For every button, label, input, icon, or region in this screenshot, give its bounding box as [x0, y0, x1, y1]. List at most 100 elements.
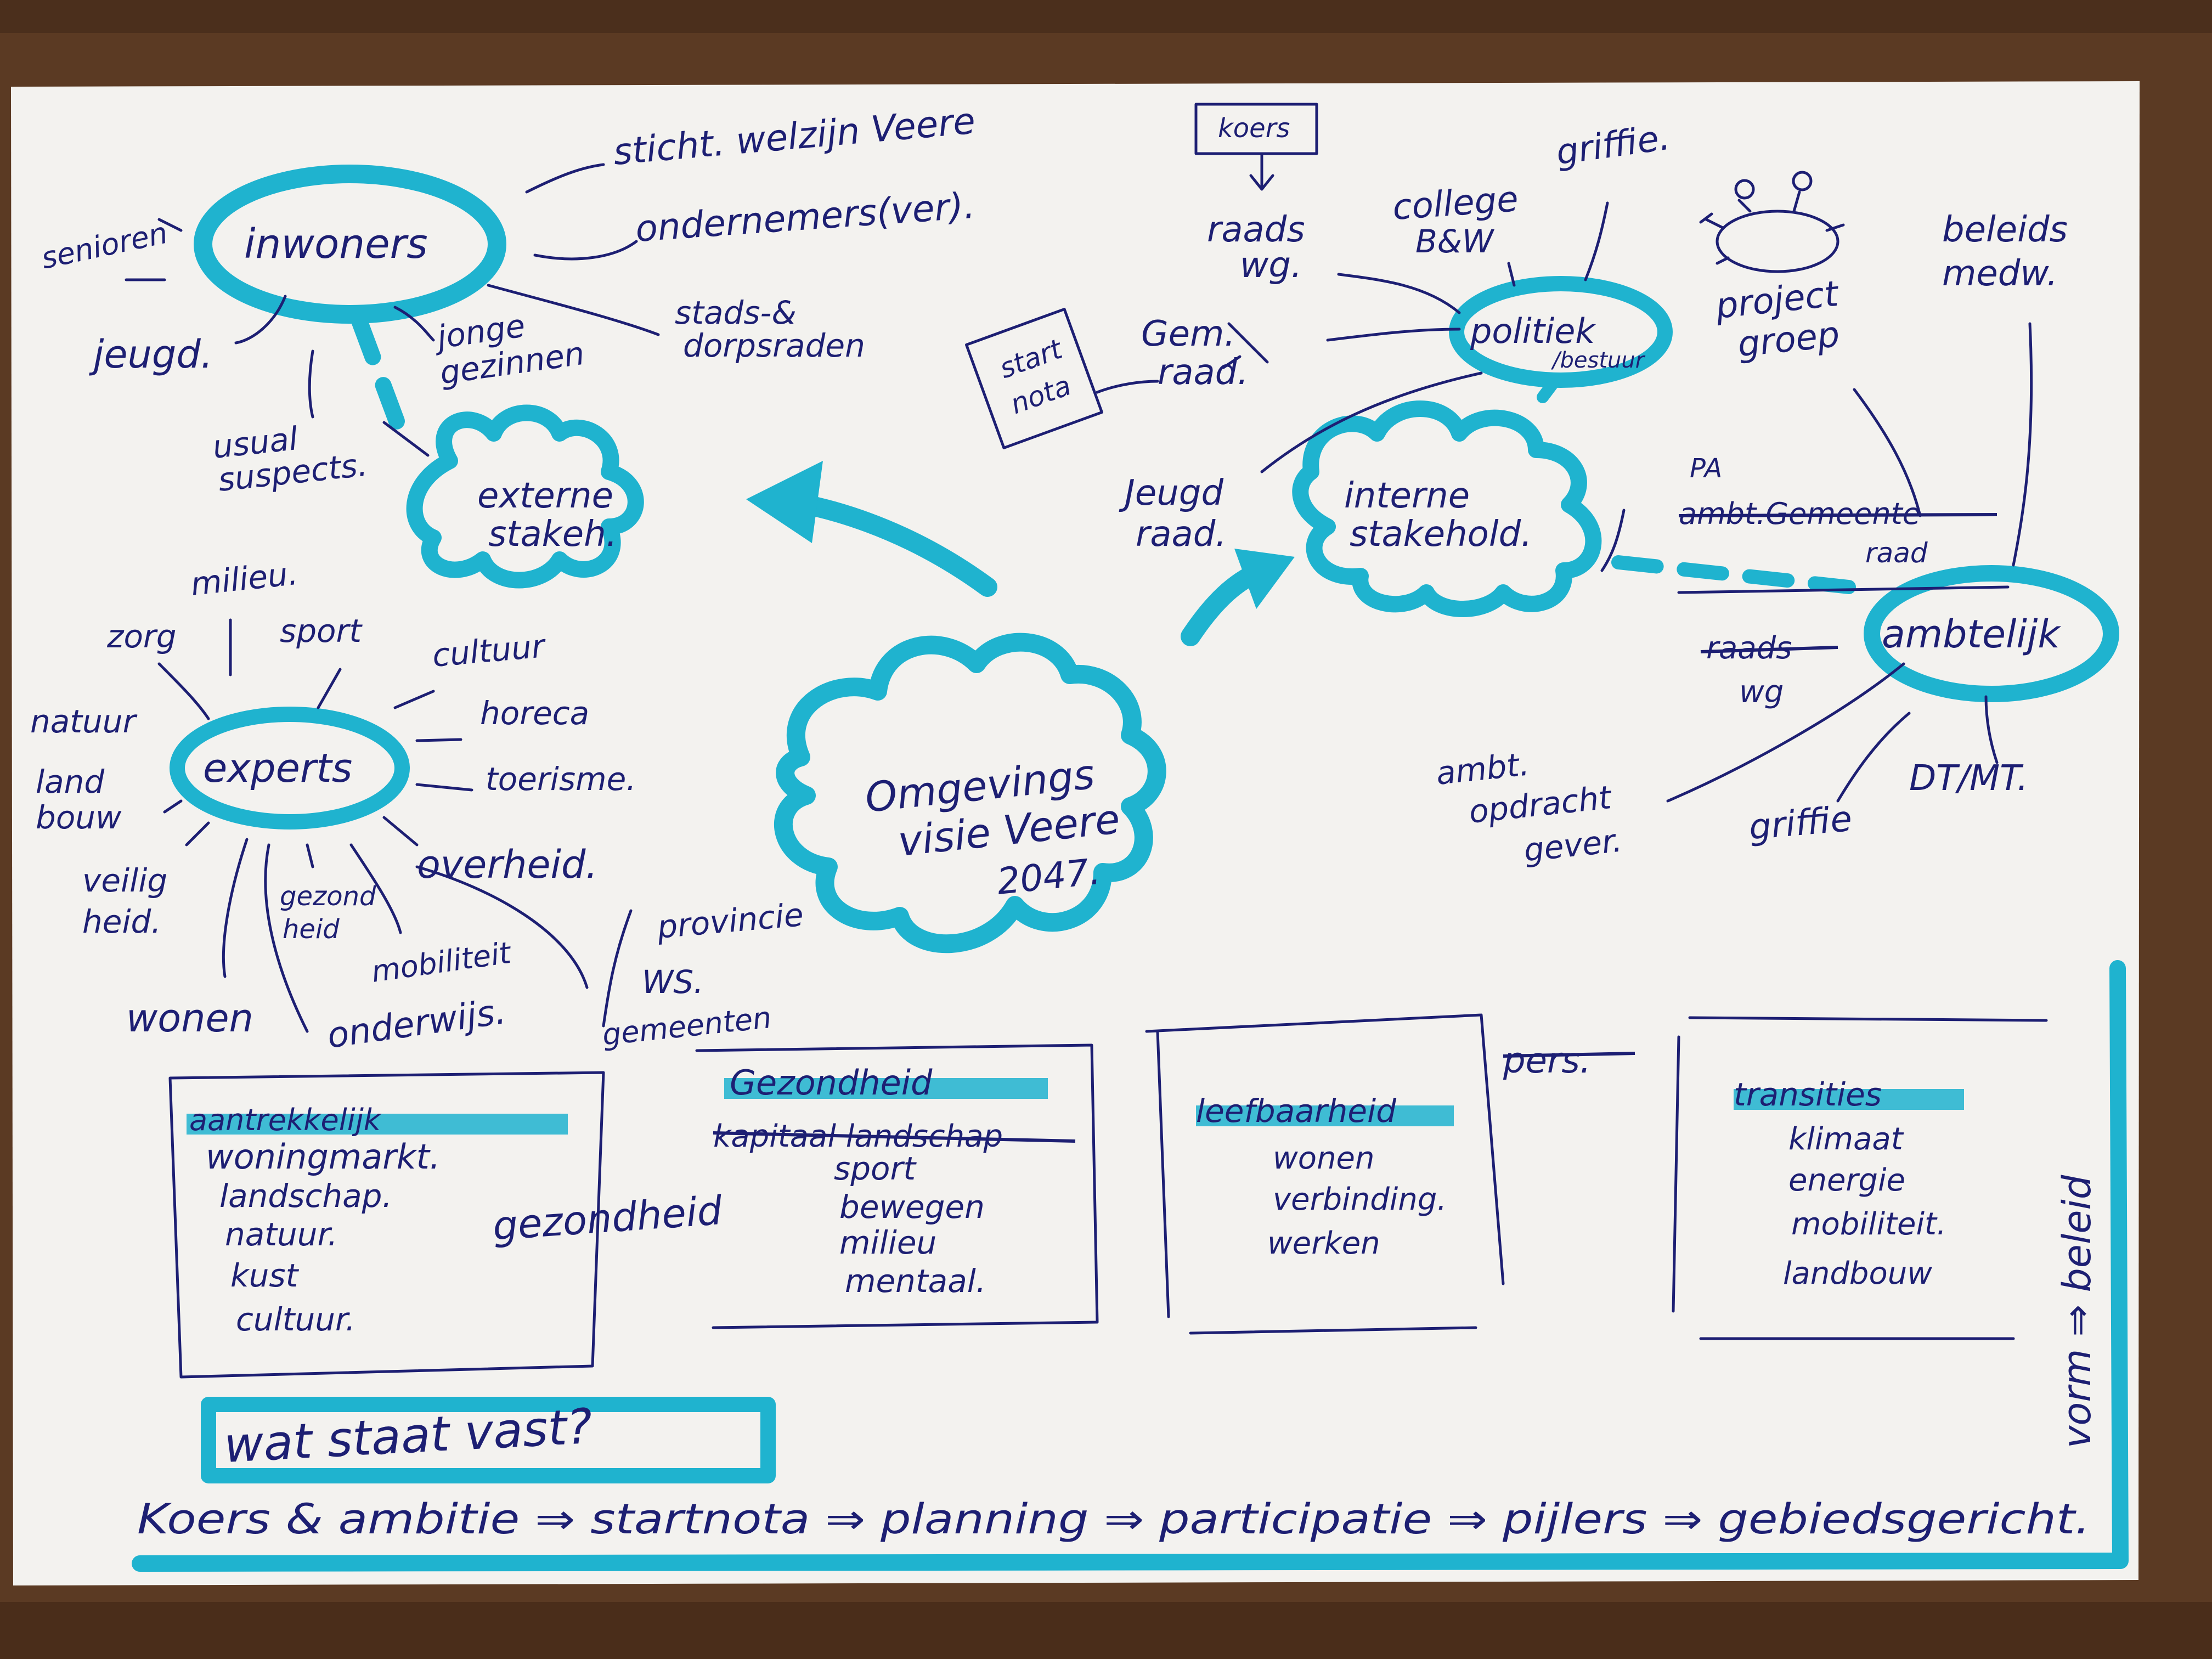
- projectgroep-figure-icon: [1699, 171, 1845, 273]
- pillar-2-item-2: bewegen: [839, 1188, 985, 1226]
- koers-label: koers: [1218, 113, 1290, 144]
- externe-line-1: externe: [477, 476, 613, 516]
- raad-label: raad.: [1158, 352, 1249, 393]
- raad-small-label: raad: [1865, 537, 1928, 569]
- ambtelijk-label: ambtelijk: [1882, 612, 2061, 657]
- stads-label: stads-&: [675, 294, 797, 331]
- pillar-1: aantrekkelijk woningmarkt. landschap. na…: [189, 1103, 441, 1338]
- pillar-2-item-1: sport: [834, 1150, 917, 1187]
- vertical-text: vorm ⇒ beleid: [2055, 1175, 2100, 1448]
- pillar-4-item-2: energie: [1788, 1163, 1905, 1198]
- bw-label: B&W: [1415, 223, 1495, 260]
- ambtelijk-ellipse: [1864, 565, 2119, 702]
- pillar-1-item-1: landschap.: [219, 1177, 392, 1215]
- wg-struck-label: wg: [1739, 674, 1784, 710]
- wonen-label: wonen: [126, 996, 253, 1041]
- jeugd-raad-line-2: raad.: [1136, 514, 1227, 555]
- politiek-interne-link: [1530, 378, 1559, 412]
- strike-pillar-2-subtitle: [713, 1131, 1076, 1143]
- heid-label: heid.: [82, 903, 161, 940]
- pillar-3-item-2: verbinding.: [1273, 1182, 1447, 1217]
- pillar-boxes: [168, 1013, 2048, 1379]
- pillar-2-subtitle: kapitaal landschap: [713, 1119, 1003, 1154]
- pillar-2-title: Gezondheid: [730, 1063, 933, 1103]
- raads-label: raads: [1207, 210, 1305, 250]
- startnota-box: [965, 308, 1103, 449]
- usual-label: usual: [211, 420, 300, 466]
- pillar-1-box: [168, 1071, 605, 1379]
- pillar-4-item-3: mobiliteit.: [1791, 1206, 1946, 1242]
- pillar-4-item-1: klimaat: [1788, 1121, 1904, 1157]
- ambt-gemeente-struck-label: ambt.Gemeente: [1679, 496, 1921, 531]
- pillar-3-item-3: werken: [1267, 1226, 1380, 1261]
- pillar-1-title: aantrekkelijk: [189, 1103, 382, 1137]
- strike-raads-wg: [1700, 646, 1838, 653]
- gezond-heid-label: heid: [283, 914, 340, 945]
- raads-struck-label: raads: [1706, 630, 1792, 666]
- experts-label: experts: [203, 745, 352, 791]
- ws-label: WS.: [642, 963, 704, 1001]
- pillar-2-box: [695, 1043, 1099, 1329]
- center-topic: Omgevings visie Veere 2047.: [863, 751, 1122, 903]
- pa-label: PA: [1690, 453, 1722, 484]
- natuur-label: natuur: [30, 703, 138, 740]
- gem-label: Gem.: [1141, 314, 1235, 354]
- koers-arrow: [1249, 152, 1274, 191]
- veilig-label: veilig: [82, 862, 167, 899]
- pillar-4: transities klimaat energie mobiliteit. l…: [1734, 1076, 1946, 1291]
- politiek-line-1: politiek: [1470, 311, 1596, 351]
- pillar-4-box: [1672, 1016, 2048, 1340]
- bouw-label: bouw: [36, 799, 122, 836]
- wg-label: wg.: [1240, 245, 1302, 286]
- externe-cloud: [406, 404, 644, 589]
- pillar-3-title: leefbaarheid: [1196, 1092, 1397, 1130]
- experts-ellipse: [170, 707, 410, 830]
- interne-line-1: interne: [1344, 476, 1470, 516]
- pillar-4-title: transities: [1734, 1076, 1882, 1113]
- politiek-line-2: /bestuur: [1551, 348, 1646, 373]
- medw-label: medw.: [1942, 253, 2058, 294]
- pillar-1-highlight: [187, 1114, 568, 1135]
- pillar-1-item-2: natuur.: [225, 1216, 338, 1253]
- interne-ambtelijk-link: [1611, 555, 1856, 594]
- beleids-label: beleids: [1942, 210, 2068, 250]
- question-box: [201, 1397, 776, 1483]
- pillar-4-item-4: landbouw: [1783, 1256, 1932, 1291]
- jeugd-raad-line-1: Jeugd: [1119, 473, 1223, 514]
- center-cloud: [774, 633, 1166, 953]
- pillar-2-highlight: [724, 1078, 1048, 1099]
- jeugd-label: jeugd.: [89, 332, 213, 377]
- zorg-label: zorg: [106, 618, 177, 655]
- strike-pers: [1503, 1052, 1635, 1058]
- pillar-2-item-3: milieu: [839, 1224, 936, 1261]
- arrow-to-interne-head: [1234, 549, 1295, 609]
- land-label: land: [36, 763, 105, 800]
- pen-connectors: [125, 163, 2033, 1033]
- arrow-to-externe-head: [746, 461, 823, 543]
- inwoners-externe-link: [351, 313, 411, 447]
- process-flow-text: Koers & ambitie ⇒ startnota ⇒ planning ⇒…: [137, 1494, 2090, 1543]
- sport-label: sport: [280, 612, 363, 650]
- overheid-label: overheid.: [417, 842, 598, 887]
- strike-ambt-gemeente: [1678, 513, 1997, 517]
- pillar-3: leefbaarheid wonen verbinding. werken: [1196, 1092, 1447, 1261]
- dorpsraden-label: dorpsraden: [683, 327, 865, 364]
- pillar-1-subtitle: woningmarkt.: [206, 1137, 441, 1177]
- interne-line-2: stakehold.: [1350, 514, 1532, 555]
- pillar-2-item-4: mentaal.: [845, 1262, 986, 1300]
- horeca-label: horeca: [480, 695, 589, 732]
- dtmt-label: DT/MT.: [1909, 758, 2028, 799]
- pillar-3-item-1: wonen: [1273, 1141, 1375, 1176]
- inwoners-ellipse: [194, 165, 506, 324]
- paper-sheet: [11, 81, 2140, 1585]
- college-label: college: [1391, 179, 1520, 228]
- interne-cloud: [1292, 400, 1602, 617]
- toerisme-label: toerisme.: [486, 760, 636, 798]
- pillar-2: Gezondheid kapitaal landschap sport bewe…: [713, 1063, 1003, 1300]
- pillar-1-item-4: cultuur.: [236, 1301, 356, 1338]
- pillar-1-item-3: kust: [230, 1257, 300, 1294]
- koers-box: [1194, 103, 1318, 155]
- gezond-label: gezond: [280, 881, 376, 912]
- politiek-ellipse: [1449, 276, 1673, 388]
